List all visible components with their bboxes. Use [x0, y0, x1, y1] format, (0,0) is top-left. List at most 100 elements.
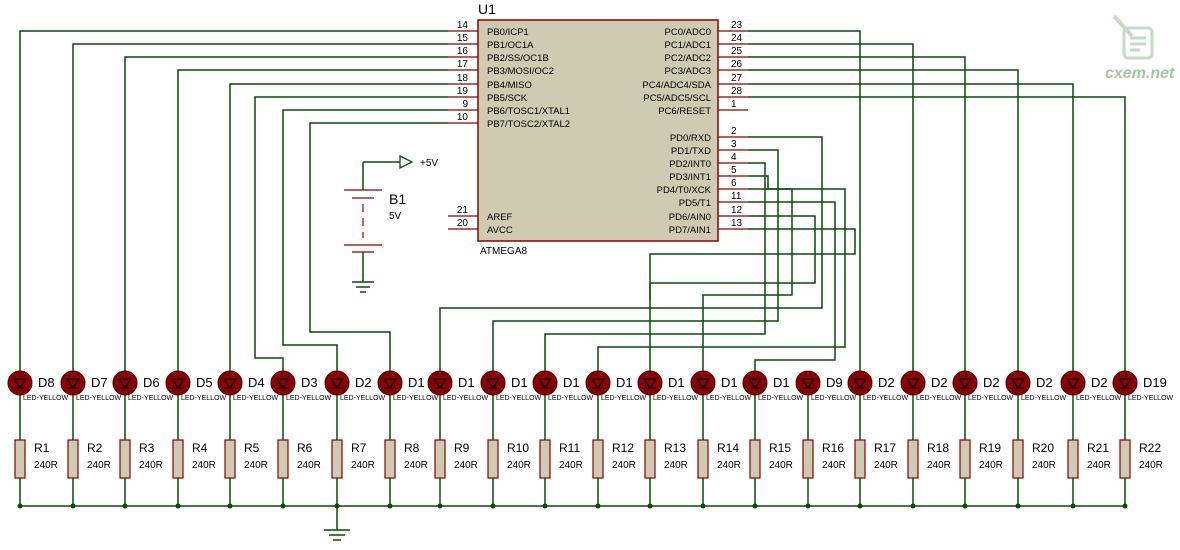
led-ref-label: D8: [38, 375, 55, 390]
pin-name: AREF: [487, 212, 513, 223]
pin-number: 2: [731, 126, 737, 137]
led-type-label: LED-YELLOW: [181, 395, 227, 402]
led-type-label: LED-YELLOW: [706, 395, 752, 402]
cxem-logo-icon: [1112, 14, 1154, 60]
led-ref-label: D2: [878, 375, 895, 390]
resistor-icon: [224, 439, 236, 479]
supply-arrow-icon: [399, 154, 414, 170]
diode-triangle-icon: [852, 378, 868, 390]
led-type-label: LED-YELLOW: [443, 395, 489, 402]
led-ref-label: D19: [1143, 375, 1167, 390]
resistor-ref-label: R14: [717, 441, 739, 455]
diode-triangle-icon: [642, 378, 658, 390]
led-ref-label: D7: [91, 375, 108, 390]
resistor-value-label: 240R: [507, 460, 531, 471]
led-type-label: LED-YELLOW: [393, 395, 439, 402]
pin-name: PD5/T1: [679, 198, 711, 209]
led-ref-label: D1: [721, 375, 738, 390]
resistor-ref-label: R10: [507, 441, 529, 455]
resistor-ref-label: R3: [139, 441, 155, 455]
led-ref-label: D5: [196, 375, 213, 390]
junction-dot: [437, 503, 443, 509]
pin-name: PD2/INT0: [669, 159, 711, 170]
led-icon: [1005, 370, 1031, 396]
led-icon: [952, 370, 978, 396]
chip-pins: 14PB0/ICP115PB1/OC1A16PB2/SS/OC1B17PB3/M…: [448, 20, 748, 236]
pin-number: 5: [731, 165, 737, 176]
resistor-value-label: 240R: [192, 460, 216, 471]
led-type-label: LED-YELLOW: [811, 395, 857, 402]
resistor-ref-label: R2: [87, 441, 103, 455]
pin-number: 26: [731, 59, 743, 70]
pin-number: 10: [457, 112, 469, 123]
resistor-value-label: 240R: [612, 460, 636, 471]
signal-wire: [649, 215, 816, 383]
resistor-ref-label: R5: [244, 441, 260, 455]
resistor-icon: [277, 439, 289, 479]
led-icon: [60, 370, 86, 396]
resistor-ref-label: R9: [454, 441, 470, 455]
pin-name: AVCC: [487, 225, 513, 236]
diode-triangle-icon: [800, 378, 816, 390]
led-type-label: LED-YELLOW: [863, 395, 909, 402]
pin-number: 28: [731, 86, 743, 97]
led-icon: [324, 370, 350, 396]
led-type-label: LED-YELLOW: [548, 395, 594, 402]
microcontroller-u1: U1 ATMEGA8 14PB0/ICP115PB1/OC1A16PB2/SS/…: [448, 1, 748, 257]
led-type-label: LED-YELLOW: [1076, 395, 1122, 402]
resistor-icon: [1119, 439, 1131, 479]
pin-name: PD6/AIN0: [669, 212, 711, 223]
pin-name: PD4/T0/XCK: [657, 185, 712, 196]
resistor-ref-label: R18: [927, 441, 949, 455]
signal-wire: [748, 56, 966, 383]
watermark-text: cxem.net: [1105, 65, 1175, 82]
battery-b1: +5V B1 5V: [344, 154, 438, 293]
led-type-label: LED-YELLOW: [76, 395, 122, 402]
signal-wire: [492, 149, 779, 383]
led-icon: [690, 370, 716, 396]
diode-triangle-icon: [65, 378, 81, 390]
led-type-label: LED-YELLOW: [968, 395, 1014, 402]
junction-dot: [70, 503, 76, 509]
junction-dot: [700, 503, 706, 509]
diode-triangle-icon: [1065, 378, 1081, 390]
led-type-label: LED-YELLOW: [286, 395, 332, 402]
resistor-icon: [1067, 439, 1079, 479]
diode-triangle-icon: [382, 378, 398, 390]
led-icon: [217, 370, 243, 396]
junction-dot: [227, 503, 233, 509]
resistor-value-label: 240R: [874, 460, 898, 471]
diode-triangle-icon: [12, 378, 28, 390]
signal-wire: [282, 109, 448, 383]
resistor-value-label: 240R: [454, 460, 478, 471]
pin-name: PC3/ADC3: [665, 66, 711, 77]
resistor-value-label: 240R: [822, 460, 846, 471]
diode-triangle-icon: [537, 378, 553, 390]
led-type-label: LED-YELLOW: [758, 395, 804, 402]
resistor-ref-label: R19: [979, 441, 1001, 455]
junction-dot: [595, 503, 601, 509]
resistor-icon: [14, 439, 26, 479]
signal-wire: [544, 162, 766, 383]
battery-ref-label: B1: [389, 191, 406, 207]
led-icon: [847, 370, 873, 396]
pin-name: PC2/ADC2: [665, 53, 711, 64]
diode-triangle-icon: [117, 378, 133, 390]
junction-dot: [542, 503, 548, 509]
junction-dot: [910, 503, 916, 509]
battery-value-label: 5V: [389, 211, 402, 222]
led-resistor-array: D8LED-YELLOWR1240RD7LED-YELLOWR2240RD6LE…: [7, 370, 1174, 509]
watermark: cxem.net: [1105, 14, 1175, 82]
led-icon: [532, 370, 558, 396]
resistor-value-label: 240R: [87, 460, 111, 471]
junction-dot: [17, 503, 23, 509]
pin-number: 3: [731, 139, 737, 150]
resistor-value-label: 240R: [769, 460, 793, 471]
